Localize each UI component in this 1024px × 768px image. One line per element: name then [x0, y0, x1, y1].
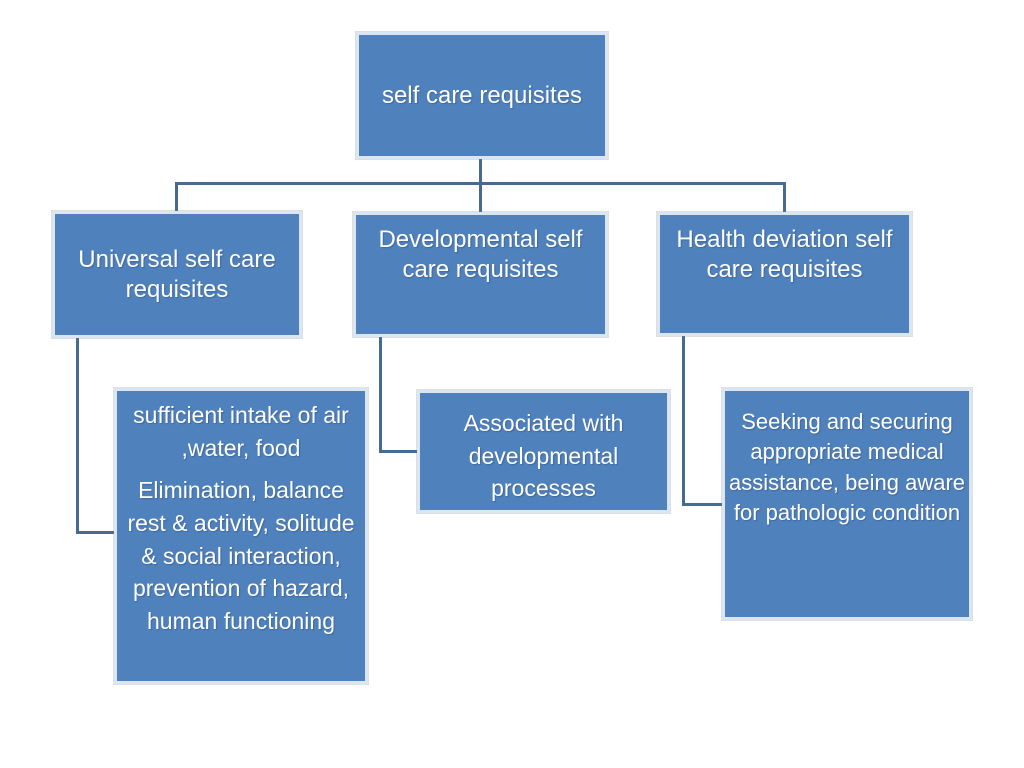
- connector-bus-horizontal: [175, 182, 786, 185]
- connector-root-drop: [479, 158, 482, 215]
- connector-elbow-mid-vertical: [379, 336, 382, 453]
- node-label: self care requisites: [381, 81, 583, 109]
- leaf-developmental-details: Associated with developmental processes: [417, 390, 670, 513]
- connector-elbow-left-vertical: [76, 337, 79, 534]
- connector-elbow-right-horizontal: [682, 503, 724, 506]
- leaf-paragraph: Associated with developmental processes: [463, 410, 624, 502]
- leaf-health-deviation-details: Seeking and securing appropriate medical…: [722, 388, 972, 620]
- node-label: Universal self care requisites: [78, 245, 276, 303]
- node-universal-self-care: Universal self care requisites: [52, 211, 302, 338]
- node-self-care-requisites: self care requisites: [356, 32, 608, 159]
- connector-elbow-mid-horizontal: [379, 450, 419, 453]
- node-developmental-self-care: Developmental self care requisites: [353, 212, 608, 337]
- node-health-deviation-self-care: Health deviation self care requisites: [657, 212, 912, 336]
- node-label: Developmental self care requisites: [378, 226, 583, 283]
- node-label: Health deviation self care requisites: [676, 226, 893, 283]
- leaf-paragraph: sufficient intake of air ,water, food: [133, 402, 349, 461]
- connector-elbow-right-vertical: [682, 335, 685, 506]
- connector-elbow-left-horizontal: [76, 531, 115, 534]
- connector-right-drop: [783, 182, 786, 213]
- leaf-universal-details: sufficient intake of air ,water, food El…: [114, 388, 368, 684]
- leaf-paragraph: Seeking and securing appropriate medical…: [728, 409, 966, 526]
- leaf-paragraph: Elimination, balance rest & activity, so…: [127, 477, 355, 634]
- connector-left-drop: [175, 182, 178, 213]
